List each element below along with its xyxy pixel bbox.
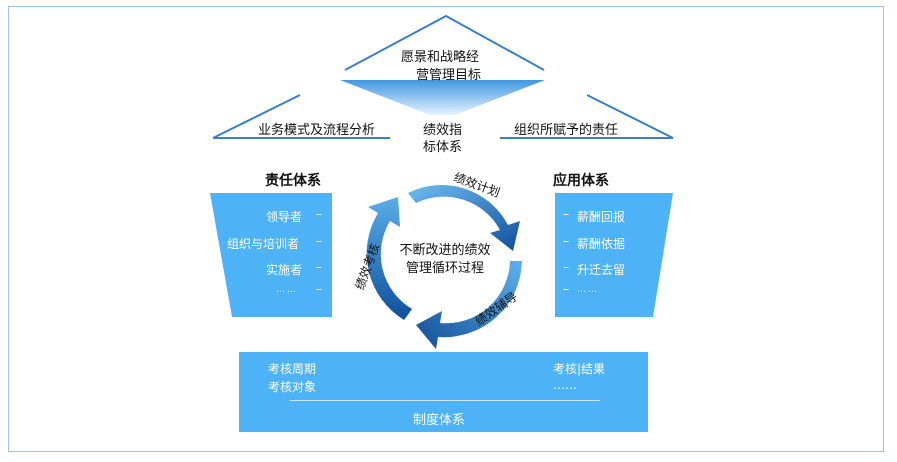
responsibility-system-title: 责任体系 <box>265 173 321 189</box>
item-dash: – <box>316 207 322 221</box>
kpi-system-line2: 标体系 <box>423 140 463 155</box>
application-item: 薪酬依据 <box>577 237 626 251</box>
cycle-center-line2: 管理循环过程 <box>405 261 484 276</box>
plan-arrow <box>408 185 520 251</box>
business-model-label: 业务模式及流程分析 <box>258 123 376 138</box>
item-dash: – <box>563 282 569 296</box>
responsibility-item: 领导者 <box>266 210 303 224</box>
institution-system-title: 制度体系 <box>413 413 466 428</box>
kpi-system-line1: 绩效指 <box>423 123 463 138</box>
org-responsibility-label: 组织所赋予的责任 <box>514 123 619 138</box>
vision-text-line2: 营管理目标 <box>416 68 482 83</box>
application-item: …… <box>577 285 599 295</box>
application-item: 升迁去留 <box>577 263 626 277</box>
performance-cycle <box>366 185 522 349</box>
application-item: 薪酬回报 <box>577 210 626 224</box>
cycle-center-text: 不断改进的绩效 管理循环过程 <box>385 242 505 278</box>
item-dash: – <box>316 282 322 296</box>
diagram-frame <box>8 6 884 452</box>
base-divider <box>290 400 600 401</box>
vision-funnel <box>340 80 545 115</box>
base-right-line1: 考核|结果 <box>553 362 606 376</box>
left-eave-outline <box>212 94 301 139</box>
item-dash: – <box>563 207 569 221</box>
responsibility-item: …… <box>276 285 298 295</box>
responsibility-panel <box>210 193 332 317</box>
institution-base <box>239 352 648 432</box>
responsibility-item: 实施者 <box>266 263 303 277</box>
base-right-line2: …… <box>553 378 577 392</box>
vision-roof-outline <box>344 14 545 71</box>
item-dash: – <box>563 234 569 248</box>
item-dash: – <box>316 260 322 274</box>
item-dash: – <box>563 260 569 274</box>
vision-text-line1: 愿景和战略经 <box>401 50 480 65</box>
cycle-center-line1: 不断改进的绩效 <box>399 243 491 258</box>
application-system-title: 应用体系 <box>553 173 609 189</box>
base-left-line2: 考核对象 <box>268 380 317 394</box>
coaching-arrow <box>416 261 522 349</box>
base-left-line1: 考核周期 <box>268 362 317 376</box>
responsibility-item: 组织与培训者 <box>227 237 300 251</box>
review-arrow <box>366 197 412 320</box>
right-eave-outline <box>586 94 674 139</box>
item-dash: – <box>316 234 322 248</box>
application-panel <box>555 193 673 317</box>
